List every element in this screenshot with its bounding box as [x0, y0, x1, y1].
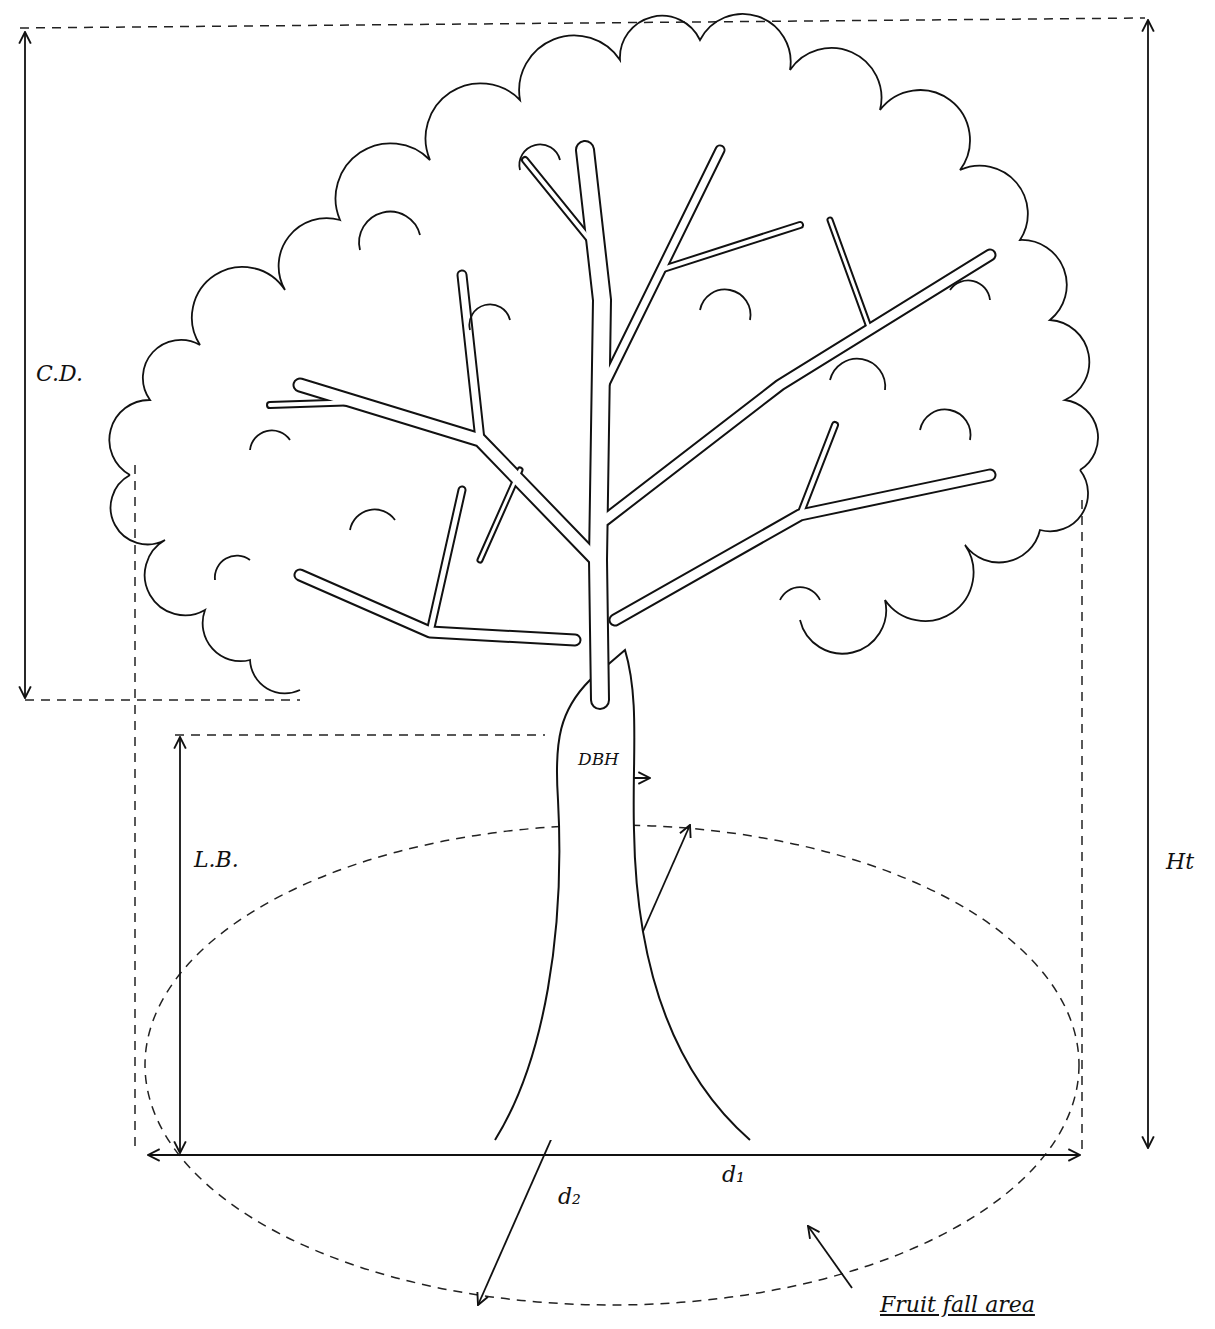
- tree-canopy: [109, 14, 1098, 693]
- dbh-label: DBH: [578, 750, 619, 769]
- diameter-label: d₁: [722, 1163, 745, 1187]
- dimension-arrows: [25, 20, 1148, 1305]
- area-label: Fruit fall area: [880, 1293, 1035, 1317]
- crown-depth-label: C.D.: [36, 362, 83, 386]
- diameter-label: d₂: [558, 1185, 581, 1209]
- height-label: Ht: [1166, 850, 1194, 874]
- guide-lines: [20, 18, 1145, 1305]
- tree-branches: [270, 150, 990, 700]
- lower-branch-label: L.B.: [194, 848, 239, 872]
- tree-trunk: [495, 650, 750, 1140]
